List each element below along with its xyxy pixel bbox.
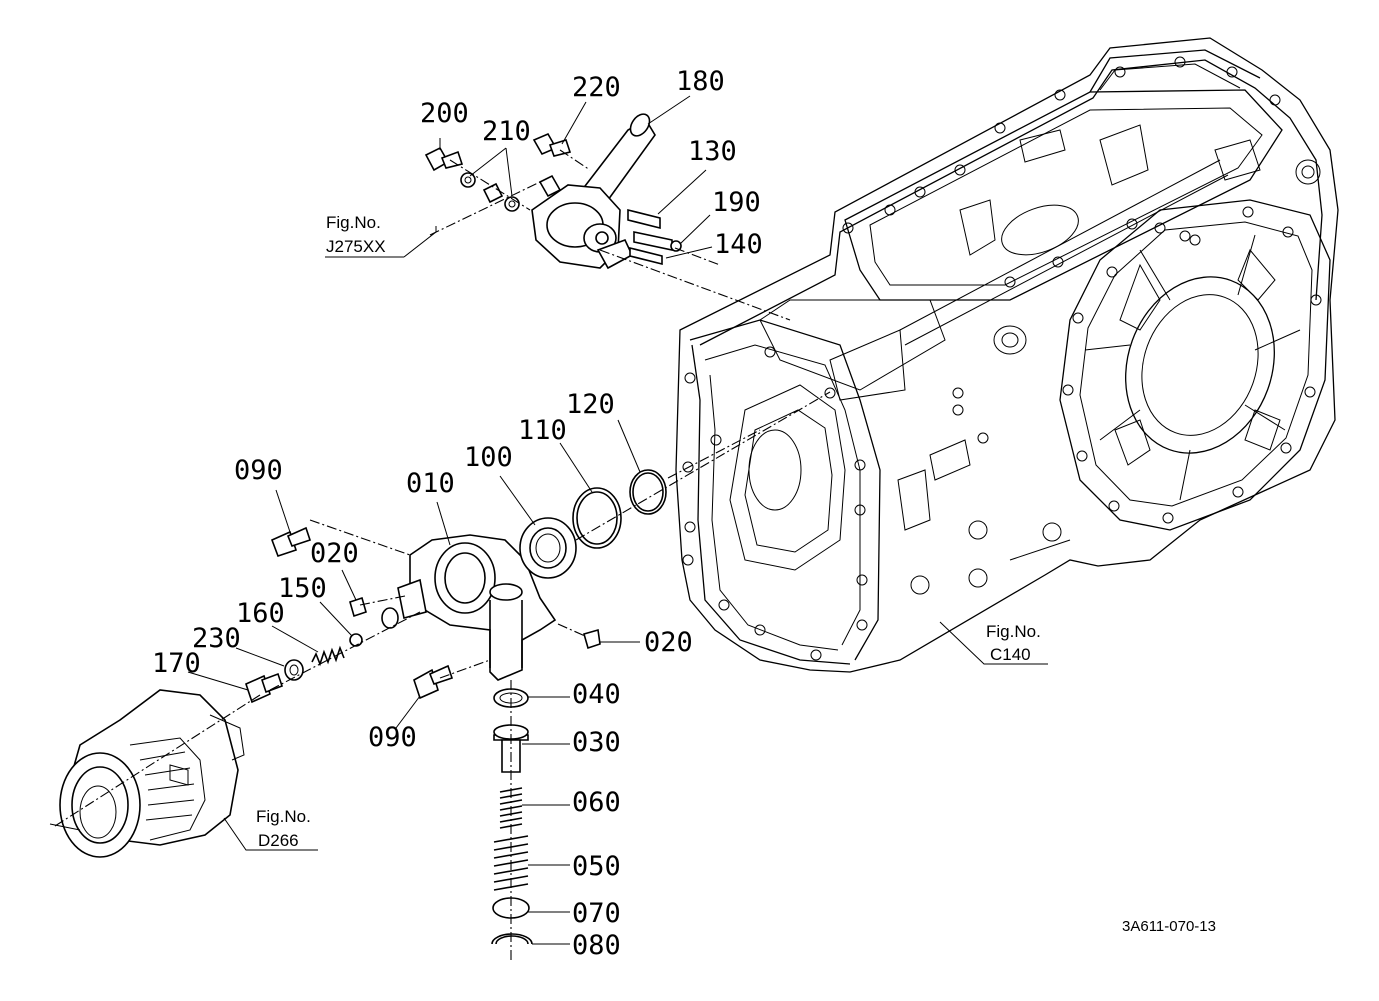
part-labels: 200 210 220 180 130 190 140 120 110 100 … (152, 66, 763, 961)
part-label-020-right[interactable]: 020 (644, 627, 693, 658)
part-label-130[interactable]: 130 (688, 136, 737, 167)
part-label-220[interactable]: 220 (572, 72, 621, 103)
part-label-120[interactable]: 120 (566, 389, 615, 420)
part-label-070[interactable]: 070 (572, 898, 621, 929)
part-label-210[interactable]: 210 (482, 116, 531, 147)
bolt-holes-front (682, 346, 989, 661)
figure-ref-d266[interactable]: Fig.No. D266 (256, 807, 311, 850)
part-label-050[interactable]: 050 (572, 851, 621, 882)
bolt-holes-rear (1062, 159, 1322, 524)
part-label-200[interactable]: 200 (420, 98, 469, 129)
part-label-160[interactable]: 160 (236, 598, 285, 629)
part-label-230[interactable]: 230 (192, 623, 241, 654)
transmission-case-drawing (675, 37, 1339, 673)
drawing-number: 3A611-070-13 (1122, 918, 1216, 935)
figure-ref-d266-title: Fig.No. (256, 807, 311, 826)
part-label-040[interactable]: 040 (572, 679, 621, 710)
part-label-080[interactable]: 080 (572, 930, 621, 961)
part-label-060[interactable]: 060 (572, 787, 621, 818)
figure-ref-c140[interactable]: Fig.No. C140 (986, 622, 1041, 664)
part-label-110[interactable]: 110 (518, 415, 567, 446)
part-label-180[interactable]: 180 (676, 66, 725, 97)
assembly-centerlines (54, 149, 831, 962)
figure-ref-j275-title: Fig.No. (326, 213, 381, 232)
shifter-assembly-drawing (424, 113, 682, 270)
part-label-010[interactable]: 010 (406, 468, 455, 499)
figure-ref-c140-code[interactable]: C140 (990, 645, 1031, 664)
part-label-030[interactable]: 030 (572, 727, 621, 758)
part-label-090-lower[interactable]: 090 (368, 722, 417, 753)
leader-lines (187, 95, 1048, 945)
part-label-140[interactable]: 140 (714, 229, 763, 260)
part-label-150[interactable]: 150 (278, 573, 327, 604)
part-label-100[interactable]: 100 (464, 442, 513, 473)
figure-ref-c140-title: Fig.No. (986, 622, 1041, 641)
bolt-holes-top (842, 56, 1281, 288)
clutch-assembly-drawing (49, 689, 245, 858)
part-label-170[interactable]: 170 (152, 648, 201, 679)
figure-ref-j275[interactable]: Fig.No. J275XX (326, 213, 386, 256)
part-label-090-upper[interactable]: 090 (234, 455, 283, 486)
part-label-020-left[interactable]: 020 (310, 538, 359, 569)
part-label-190[interactable]: 190 (712, 187, 761, 218)
figure-ref-d266-code[interactable]: D266 (258, 831, 299, 850)
figure-ref-j275-code[interactable]: J275XX (326, 237, 386, 256)
